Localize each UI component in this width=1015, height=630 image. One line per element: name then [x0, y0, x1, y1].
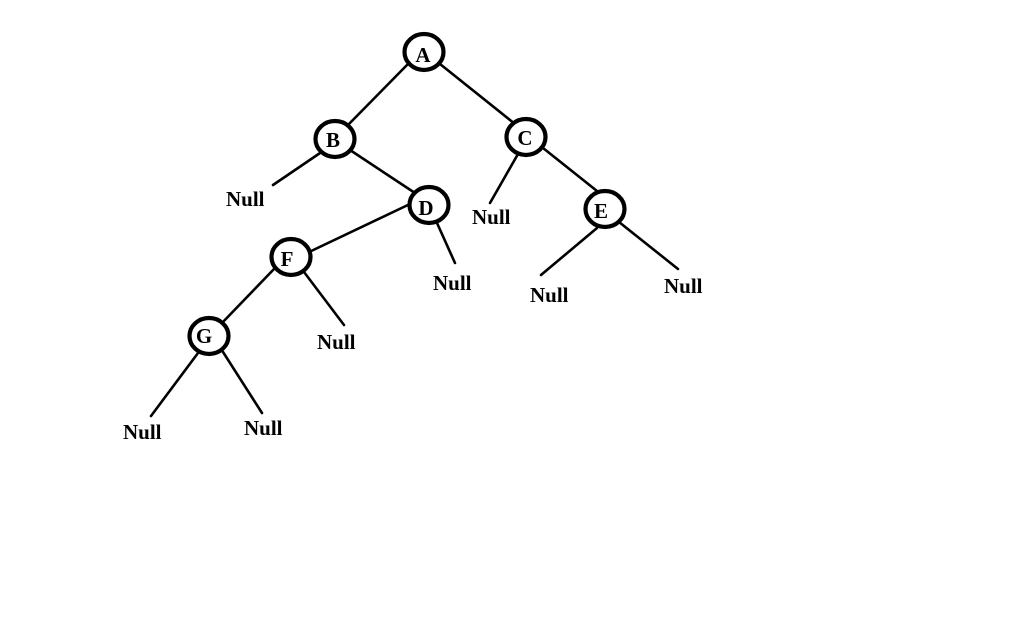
edge-a-c: [438, 62, 517, 126]
node-f-circle: [269, 236, 313, 278]
node-d-label: D: [418, 196, 433, 220]
null-label-g-left: Null: [123, 420, 162, 444]
edge-a-b: [344, 62, 410, 129]
edge-d-null: [435, 221, 457, 265]
edge-c-e: [541, 146, 599, 193]
tree-node-d: D: [407, 184, 451, 226]
edge-g-null-left: [149, 351, 200, 418]
node-c-circle: [504, 116, 548, 158]
tree-node-b: B: [313, 118, 357, 160]
edge-b-null: [271, 149, 325, 187]
null-label-g-right: Null: [244, 416, 283, 440]
tree-node-c: C: [504, 116, 548, 158]
node-g-label: G: [196, 324, 212, 348]
tree-node-f: F: [269, 236, 313, 278]
node-e-circle: [583, 188, 627, 230]
edge-c-null: [488, 152, 520, 205]
node-a-label: A: [415, 43, 431, 67]
null-label-d-right: Null: [433, 271, 472, 295]
node-a-circle: [402, 31, 446, 73]
tree-node-e: E: [583, 188, 627, 230]
edge-g-null-right: [221, 350, 264, 415]
null-label-c-left: Null: [472, 205, 511, 229]
null-label-e-left: Null: [530, 283, 569, 307]
null-label-e-right: Null: [664, 274, 703, 298]
edge-e-null-right: [617, 220, 680, 271]
node-c-label: C: [517, 126, 532, 150]
node-b-label: B: [326, 128, 340, 152]
node-d-circle: [407, 184, 451, 226]
tree-edges: [149, 62, 680, 418]
node-e-label: E: [594, 199, 608, 223]
edge-e-null-left: [539, 226, 599, 277]
null-label-f-right: Null: [317, 330, 356, 354]
edge-b-d: [348, 148, 417, 195]
null-label-b-left: Null: [226, 187, 265, 211]
node-g-circle: [187, 315, 231, 357]
tree-node-g: G: [187, 315, 231, 357]
edge-f-null: [302, 270, 346, 327]
edge-d-f: [305, 202, 412, 255]
node-f-label: F: [281, 247, 294, 271]
null-labels: Null Null Null Null Null Null Null Null: [123, 187, 703, 444]
tree-node-a: A: [402, 31, 446, 73]
edge-f-g: [219, 266, 277, 326]
node-b-circle: [313, 118, 357, 160]
